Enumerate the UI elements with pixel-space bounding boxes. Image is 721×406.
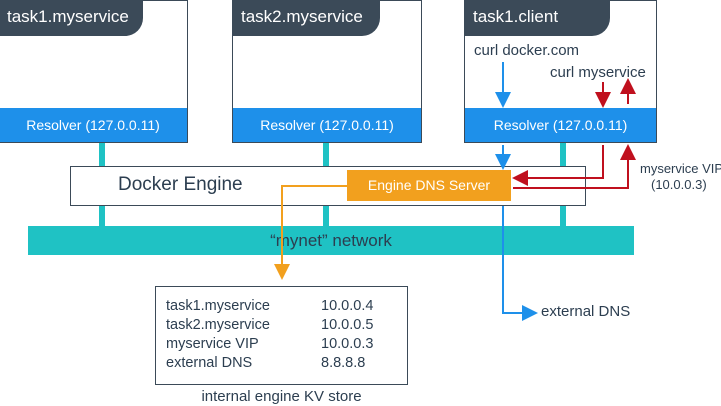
- kv-value-myservice-vip: 10.0.0.3: [321, 336, 374, 352]
- kv-store-caption: internal engine KV store: [201, 388, 362, 405]
- arrow-to-external-dns: [502, 206, 538, 321]
- resolver-task1-myservice: Resolver (127.0.0.11): [0, 108, 187, 142]
- engine-dns-server: Engine DNS Server: [347, 170, 511, 201]
- container-title-task1-client: task1.client: [464, 0, 610, 36]
- curl-docker-command: curl docker.com: [474, 42, 580, 59]
- container-task2-myservice: task2.myservice Resolver (127.0.0.11): [232, 0, 422, 143]
- mynet-network-bar: “mynet” network: [28, 226, 634, 255]
- container-task1-client: task1.client curl docker.com curl myserv…: [464, 0, 657, 143]
- kv-store-box: task1.myservice 10.0.0.4 task2.myservice…: [155, 286, 408, 385]
- kv-key-task2-myservice: task2.myservice: [166, 317, 270, 333]
- container-task1-myservice: task1.myservice Resolver (127.0.0.11): [0, 0, 188, 143]
- container-title-task1-myservice: task1.myservice: [0, 0, 143, 36]
- kv-key-task1-myservice: task1.myservice: [166, 298, 270, 314]
- arrow-resolver-to-dns-server: [512, 145, 604, 186]
- network-label: “mynet” network: [270, 231, 392, 250]
- resolver-task2-myservice: Resolver (127.0.0.11): [233, 108, 421, 142]
- kv-key-external-dns: external DNS: [166, 355, 253, 371]
- arrow-dns-server-to-resolver: [513, 144, 636, 189]
- vip-note-line1: myservice VIP: [640, 161, 721, 176]
- resolver-task1-client: Resolver (127.0.0.11): [465, 108, 656, 142]
- engine-dns-server-label: Engine DNS Server: [367, 177, 491, 193]
- arrow-dns-server-to-kv-store: [274, 185, 347, 280]
- kv-value-external-dns: 8.8.8.8: [321, 355, 366, 371]
- kv-value-task2-myservice: 10.0.0.5: [321, 317, 374, 333]
- kv-key-myservice-vip: myservice VIP: [166, 336, 259, 352]
- vip-note-line2: (10.0.0.3): [651, 177, 707, 192]
- container-title-task2-myservice: task2.myservice: [232, 0, 380, 36]
- curl-myservice-command: curl myservice: [550, 64, 646, 81]
- external-dns-label: external DNS: [541, 303, 631, 320]
- docker-engine-title: Docker Engine: [118, 174, 243, 195]
- kv-value-task1-myservice: 10.0.0.4: [321, 298, 374, 314]
